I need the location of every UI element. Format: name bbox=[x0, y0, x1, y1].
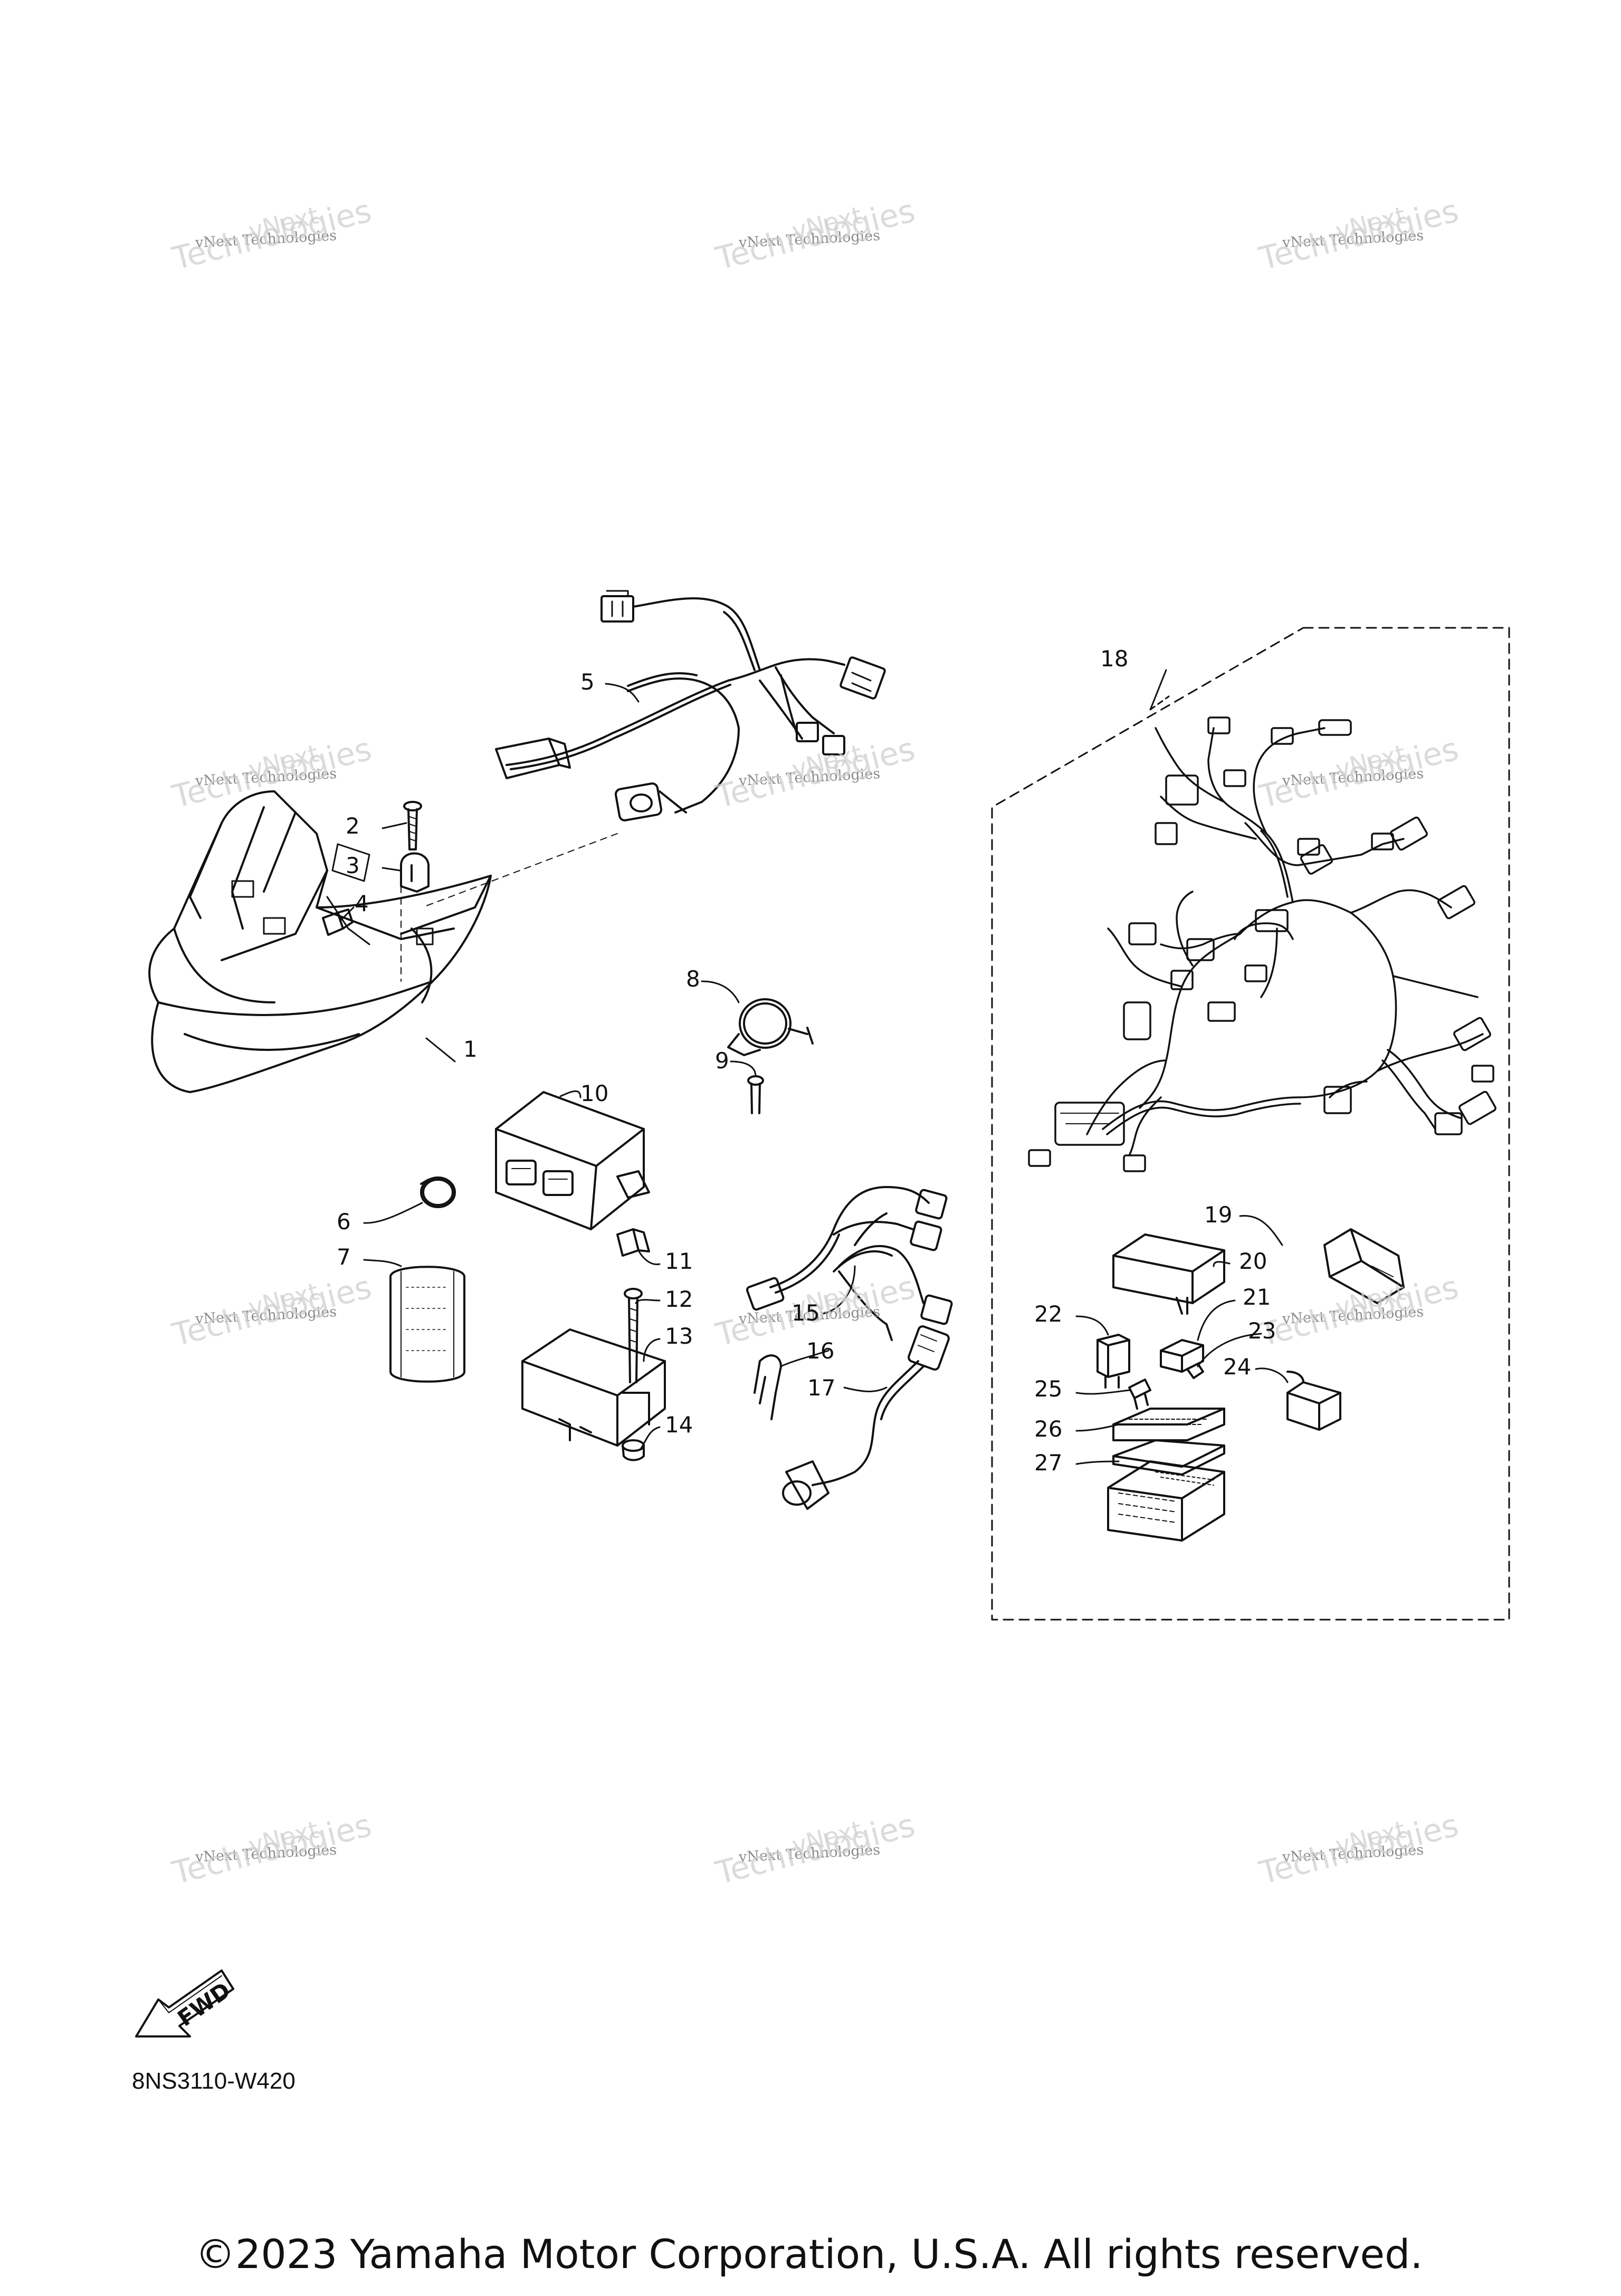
callout-27: 27 bbox=[1034, 1450, 1063, 1476]
callout-10: 10 bbox=[580, 1080, 609, 1106]
callout-26: 26 bbox=[1034, 1416, 1063, 1442]
callout-3: 3 bbox=[346, 853, 360, 878]
clamp-part-3 bbox=[400, 852, 430, 893]
relay-part-22 bbox=[1096, 1334, 1130, 1389]
connection-leader bbox=[422, 833, 618, 908]
bolt-part-12 bbox=[624, 1288, 643, 1383]
callout-24: 24 bbox=[1223, 1354, 1252, 1380]
main-wire-harness-part-18 bbox=[1028, 716, 1496, 1172]
clip-part-4 bbox=[322, 908, 354, 936]
unit-part-13 bbox=[521, 1328, 666, 1447]
callout-12: 12 bbox=[665, 1286, 693, 1312]
callout-11: 11 bbox=[665, 1248, 693, 1274]
buzzer-part-8 bbox=[727, 998, 814, 1056]
band-part-6 bbox=[420, 1176, 456, 1208]
screw-part-2 bbox=[403, 801, 422, 850]
sub-wire-harness-part-5 bbox=[495, 590, 886, 821]
callout-2: 2 bbox=[346, 813, 360, 839]
ecu-part-10 bbox=[495, 1091, 650, 1230]
connector-part-19 bbox=[1323, 1228, 1405, 1304]
sleeve-part-7 bbox=[389, 1266, 465, 1383]
callout-15: 15 bbox=[792, 1300, 820, 1326]
fuse-label-part-26 bbox=[1112, 1408, 1225, 1441]
sub-harness-part-15 bbox=[746, 1186, 953, 1341]
callout-18: 18 bbox=[1100, 646, 1129, 672]
callout-13: 13 bbox=[665, 1323, 693, 1349]
callout-6: 6 bbox=[337, 1209, 351, 1235]
clamp-part-16 bbox=[754, 1354, 782, 1420]
relay-part-21 bbox=[1160, 1339, 1204, 1373]
callout-9: 9 bbox=[715, 1048, 729, 1074]
sub-harness-part-17 bbox=[782, 1325, 950, 1510]
bracket-part-11 bbox=[616, 1228, 650, 1257]
callout-1: 1 bbox=[463, 1036, 478, 1062]
callout-16: 16 bbox=[806, 1338, 835, 1364]
main-harness-boundary bbox=[991, 627, 1510, 1621]
copyright-notice: ©2023 Yamaha Motor Corporation, U.S.A. A… bbox=[195, 2231, 1423, 2278]
fuse-box-part-27 bbox=[1107, 1460, 1225, 1542]
callout-5: 5 bbox=[580, 669, 595, 695]
fuse-part-23 bbox=[1186, 1363, 1204, 1379]
callout-20: 20 bbox=[1239, 1248, 1267, 1274]
callout-14: 14 bbox=[665, 1412, 693, 1438]
leader-lines bbox=[339, 669, 1289, 1465]
callout-8: 8 bbox=[686, 966, 700, 992]
callout-22: 22 bbox=[1034, 1301, 1063, 1327]
fuse-holder-part-24 bbox=[1286, 1371, 1341, 1431]
headlight-assembly bbox=[148, 790, 492, 1093]
collar-part-14 bbox=[622, 1439, 645, 1461]
fwd-arrow-icon: FWD bbox=[135, 1969, 235, 2037]
callout-23: 23 bbox=[1248, 1318, 1276, 1344]
fuse-part-25 bbox=[1128, 1379, 1151, 1410]
callout-17: 17 bbox=[807, 1375, 836, 1401]
callout-4: 4 bbox=[355, 891, 369, 916]
relay-box-part-20 bbox=[1112, 1233, 1225, 1315]
bolt-part-9 bbox=[747, 1075, 764, 1114]
callout-19: 19 bbox=[1204, 1202, 1233, 1228]
callout-21: 21 bbox=[1243, 1284, 1271, 1310]
callout-7: 7 bbox=[337, 1244, 351, 1270]
diagram-code: 8NS3110-W420 bbox=[132, 2068, 295, 2094]
callout-25: 25 bbox=[1034, 1376, 1063, 1402]
